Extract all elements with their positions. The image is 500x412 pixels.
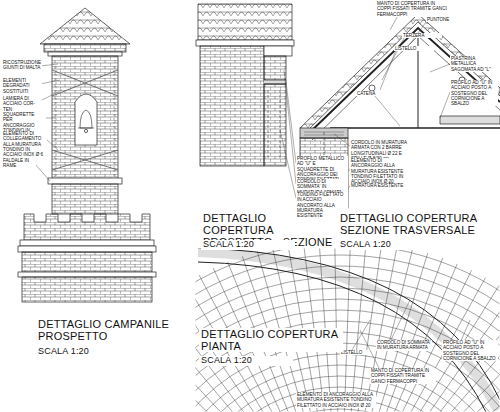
tile-joint xyxy=(195,395,235,412)
callout-label: ELEMENTI DEGRADATI SOSTITUITI xyxy=(2,78,42,94)
tile-joint xyxy=(195,408,232,412)
callout-label: FALDALE IN RAME xyxy=(2,158,36,169)
callout-label: ELEMENTO DI ANCORAGGIO ALLA MURATURA ESI… xyxy=(350,158,414,184)
detail-title: DETTAGLIO COPERTURA SEZIONE TRASVERSALE xyxy=(338,212,492,236)
roof-plan xyxy=(195,248,500,412)
leader-lines xyxy=(280,70,296,198)
callout-label: ELEMENTO DI ANCORAGGIO ALLA MURATURA ESI… xyxy=(296,392,376,408)
callout-label: LAMIERA DI ACCIAIO COR-TEN xyxy=(2,96,42,112)
tile-joint xyxy=(195,343,249,412)
callout-label: RICOSTRUZIONE GIUNTI DI MALTA xyxy=(2,60,42,71)
tile-joint xyxy=(369,249,413,412)
roof-elevation-section xyxy=(196,4,294,166)
detail-title: SCALA 1:20 xyxy=(201,240,295,250)
callout-label: MANTO DI COPERTURA IN COPPI FISSATI TRAM… xyxy=(370,368,436,384)
tile-row xyxy=(195,299,500,412)
callout-label: PIASTRINA METALLICA SAGOMATA AD "L" xyxy=(450,56,498,72)
detail-title: SCALA 1:20 xyxy=(338,240,432,250)
tile-joint xyxy=(363,248,397,412)
detail-title: DETTAGLIO COPERTURA PIANTA xyxy=(199,328,343,352)
tile-row xyxy=(209,409,471,412)
tile-joint xyxy=(375,253,428,412)
tile-row xyxy=(195,387,493,412)
detail-title: DETTAGLIO CAMPANILE PROSPETTO xyxy=(36,318,180,342)
tile-row xyxy=(195,288,500,412)
callout-label: TERZERA xyxy=(402,33,442,38)
tile-joint xyxy=(195,368,242,412)
detail-title: SCALA 1:20 xyxy=(36,347,130,357)
callout-label: PUNTONE xyxy=(426,17,466,22)
tile-row xyxy=(195,365,500,412)
callout-label: PROFILO AD "U" IN ACCIAIO POSTO A SOSTEG… xyxy=(442,340,498,361)
callout-label: CORDOLO DI SOMMATA' IN MURATURA ARMATA xyxy=(376,340,432,351)
callout-label: LISTELLO xyxy=(394,46,434,51)
callout-label: MURATURA ESISTENTE xyxy=(350,183,410,188)
tile-row xyxy=(195,277,500,412)
callout-label: LISTELLO xyxy=(340,350,370,355)
detail-title: SCALA 1:20 xyxy=(199,356,293,366)
callout-label: CATENA xyxy=(356,91,386,96)
tile-row xyxy=(195,266,500,412)
callout-label: PROFILO AD "U" IN ACCIAIO POSTO A SOSTEG… xyxy=(450,80,498,106)
callout-label: MANTO DI COPERTURA IN COPPI FISSATI TRAM… xyxy=(376,1,450,17)
